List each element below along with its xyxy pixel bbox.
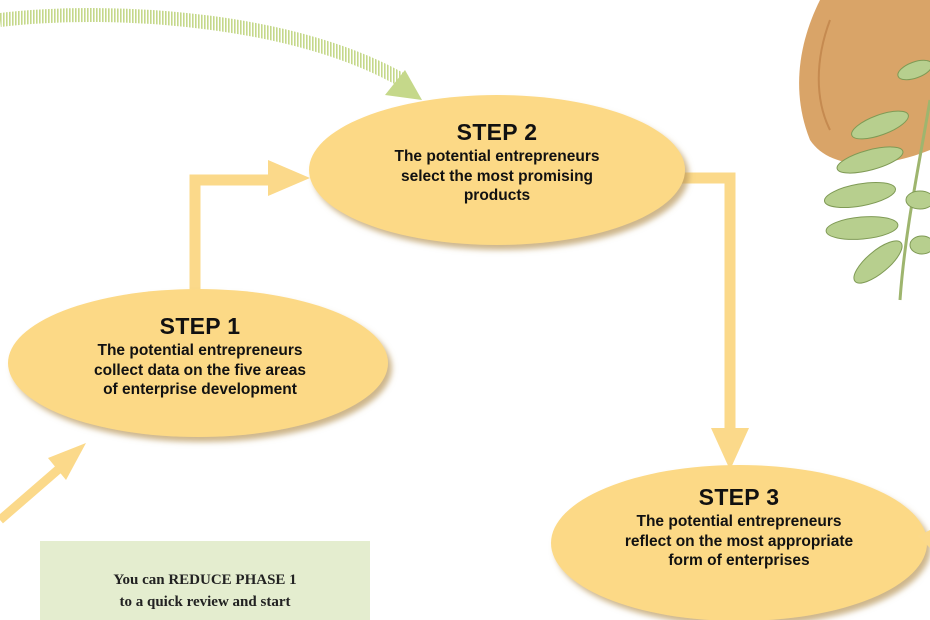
note-text: You can REDUCE PHASE 1 to a quick review…: [40, 569, 370, 613]
step1-title: STEP 1: [159, 313, 241, 339]
arrow-off-right-edge: [918, 530, 930, 548]
step1-line1: The potential entrepreneurs: [97, 342, 303, 359]
arrow-step1-to-step2: [189, 160, 310, 290]
step3-line2: reflect on the most appropriate: [624, 532, 854, 550]
note-line1: You can REDUCE PHASE 1: [113, 572, 297, 588]
step3-title: STEP 3: [698, 484, 780, 510]
step3-description: The potential entrepreneurs reflect on t…: [569, 512, 909, 571]
step2-line3: products: [463, 187, 531, 204]
step2-ellipse: [309, 95, 685, 245]
step3-line3: form of enterprises: [668, 552, 810, 569]
tamarind-pod-illustration: [799, 0, 930, 301]
dotted-arrow-to-step2: [0, 8, 422, 100]
arrow-into-step1: [0, 443, 86, 524]
step1-ellipse: [8, 289, 388, 437]
step1-description: The potential entrepreneurs collect data…: [30, 341, 370, 400]
arrow-step2-to-step3: [675, 172, 749, 470]
step2-block: STEP 2 The potential entrepreneurs selec…: [327, 119, 667, 206]
step1-block: STEP 1 The potential entrepreneurs colle…: [30, 313, 370, 400]
step2-line1: The potential entrepreneurs: [394, 148, 600, 165]
reduce-phase-note: You can REDUCE PHASE 1 to a quick review…: [40, 541, 370, 620]
note-line2: to a quick review and start: [119, 594, 291, 610]
step3-block: STEP 3 The potential entrepreneurs refle…: [569, 484, 909, 571]
step3-line1: The potential entrepreneurs: [636, 513, 842, 530]
step1-line3: of enterprise development: [103, 381, 297, 398]
step3-ellipse: [551, 465, 927, 620]
step2-description: The potential entrepreneurs select the m…: [327, 147, 667, 206]
step1-line2: collect data on the five areas: [94, 361, 306, 379]
step2-line2: select the most promising: [400, 167, 594, 185]
step2-title: STEP 2: [456, 119, 538, 145]
